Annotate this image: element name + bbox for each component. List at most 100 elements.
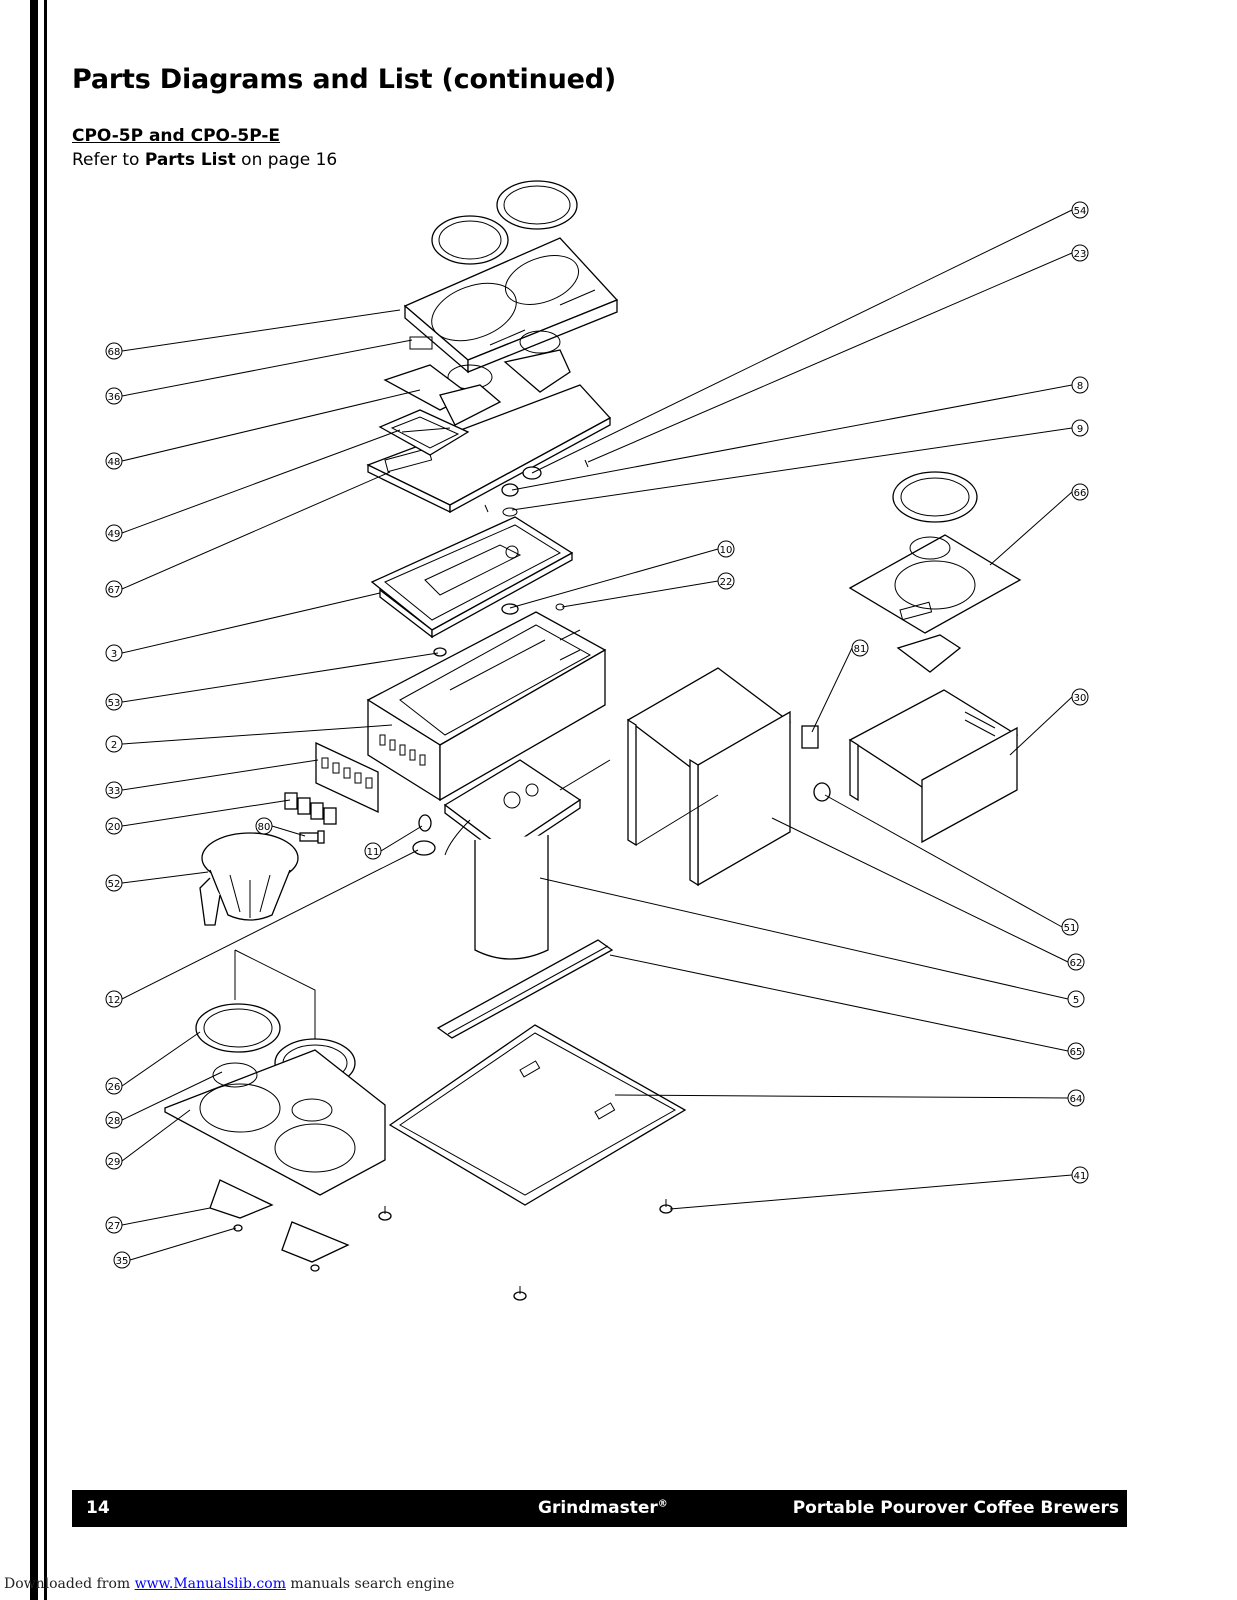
callout-33-label: 33 [108, 786, 121, 797]
switch-faceplate [315, 741, 379, 814]
callout-52-label: 52 [108, 879, 121, 890]
refer-suffix: on page 16 [235, 150, 338, 170]
callout-20: 20 [105, 817, 123, 835]
warmer-bracket-1 [209, 1179, 274, 1219]
callout-22: 22 [717, 572, 735, 590]
side-warmer-plate [848, 534, 1022, 634]
callout-2: 2 [105, 735, 123, 753]
callout-35-label: 35 [116, 1256, 129, 1267]
leveling-foot-2 [659, 1199, 673, 1214]
callout-11: 11 [364, 842, 382, 860]
screw-35b [310, 1264, 320, 1272]
refer-prefix: Refer to [72, 150, 145, 170]
leader-lines [121, 209, 1073, 1261]
callout-81-label: 81 [854, 644, 867, 655]
warmer-ring-top-1 [431, 215, 509, 265]
side-panel [626, 667, 792, 887]
callout-53-label: 53 [108, 698, 121, 709]
callout-10-label: 10 [720, 545, 733, 556]
warmer-ring-side [892, 471, 978, 523]
brew-funnel [199, 832, 299, 926]
callout-12: 12 [105, 990, 123, 1008]
callout-26-label: 26 [108, 1082, 121, 1093]
callout-65: 65 [1067, 1042, 1085, 1060]
page-number: 14 [86, 1498, 110, 1518]
support-rail [436, 939, 614, 1039]
power-switch [801, 725, 819, 749]
callout-9: 9 [1071, 419, 1089, 437]
watermark-prefix: Downloaded from [4, 1576, 135, 1592]
warmer-bracket-2 [281, 1221, 350, 1263]
warning-label-small [409, 336, 433, 350]
callout-81: 81 [851, 639, 869, 657]
callout-35: 35 [113, 1251, 131, 1269]
footer-doc-title: Portable Pourover Coffee Brewers [792, 1498, 1119, 1518]
switch-bracket [383, 349, 571, 426]
refer-bold: Parts List [144, 150, 236, 170]
callout-36: 36 [105, 387, 123, 405]
valve-parts [412, 814, 436, 856]
footer-bar: 14 Grindmaster® Portable Pourover Coffee… [72, 1490, 1127, 1527]
callout-8-label: 8 [1077, 381, 1083, 392]
callout-64: 64 [1067, 1089, 1085, 1107]
bottom-warmer-plate [164, 1049, 386, 1196]
callout-20-label: 20 [108, 822, 121, 833]
model-heading: CPO-5P and CPO-5P-E [72, 126, 281, 146]
callout-68-label: 68 [108, 347, 121, 358]
callout-66-label: 66 [1074, 488, 1087, 499]
callout-11-label: 11 [367, 847, 380, 858]
hot-water-tank [443, 759, 611, 960]
callout-49: 49 [105, 524, 123, 542]
grommet-10 [501, 603, 519, 615]
callout-30-label: 30 [1074, 693, 1087, 704]
side-bracket [896, 634, 962, 673]
callout-2-label: 2 [111, 740, 117, 751]
callout-48: 48 [105, 452, 123, 470]
manualslib-link[interactable]: www.Manualslib.com [134, 1576, 286, 1592]
callout-80: 80 [255, 817, 273, 835]
callout-28-label: 28 [108, 1116, 121, 1127]
callout-5-label: 5 [1073, 995, 1079, 1006]
callout-67: 67 [105, 580, 123, 598]
callout-36-label: 36 [108, 392, 121, 403]
callout-41: 41 [1071, 1166, 1089, 1184]
callout-10: 10 [717, 540, 735, 558]
callout-5: 5 [1067, 990, 1085, 1008]
callout-53: 53 [105, 693, 123, 711]
refer-line: Refer to Parts List on page 16 [72, 150, 337, 170]
callout-29-label: 29 [108, 1157, 121, 1168]
callout-54: 54 [1071, 201, 1089, 219]
page-title: Parts Diagrams and List (continued) [72, 64, 617, 95]
brand-name: Grindmaster [538, 1498, 658, 1518]
callout-27: 27 [105, 1216, 123, 1234]
pin-80 [299, 830, 325, 844]
callout-3-label: 3 [111, 649, 117, 660]
leveling-foot-1 [378, 1206, 392, 1221]
callout-62: 62 [1067, 953, 1085, 971]
callout-12-label: 12 [108, 995, 121, 1006]
callout-41-label: 41 [1074, 1171, 1087, 1182]
callout-51-label: 51 [1064, 923, 1077, 934]
callout-8: 8 [1071, 376, 1089, 394]
tank-pan [370, 516, 574, 639]
callout-54-label: 54 [1074, 206, 1087, 217]
callout-33: 33 [105, 781, 123, 799]
rocker-switches [284, 792, 337, 825]
callout-66: 66 [1071, 483, 1089, 501]
main-housing [366, 611, 607, 802]
callout-26: 26 [105, 1077, 123, 1095]
footer-brand: Grindmaster® [538, 1498, 668, 1518]
registered-mark: ® [657, 1498, 668, 1510]
callout-27-label: 27 [108, 1221, 121, 1232]
callout-65-label: 65 [1070, 1047, 1083, 1058]
page-margin-bar-thin [44, 0, 47, 1600]
callout-48-label: 48 [108, 457, 121, 468]
watermark-suffix: manuals search engine [285, 1576, 455, 1592]
callout-28: 28 [105, 1111, 123, 1129]
callout-9-label: 9 [1077, 424, 1083, 435]
callout-68: 68 [105, 342, 123, 360]
side-warmer-base [848, 689, 1019, 844]
callout-51: 51 [1061, 918, 1079, 936]
callout-22-label: 22 [720, 577, 733, 588]
